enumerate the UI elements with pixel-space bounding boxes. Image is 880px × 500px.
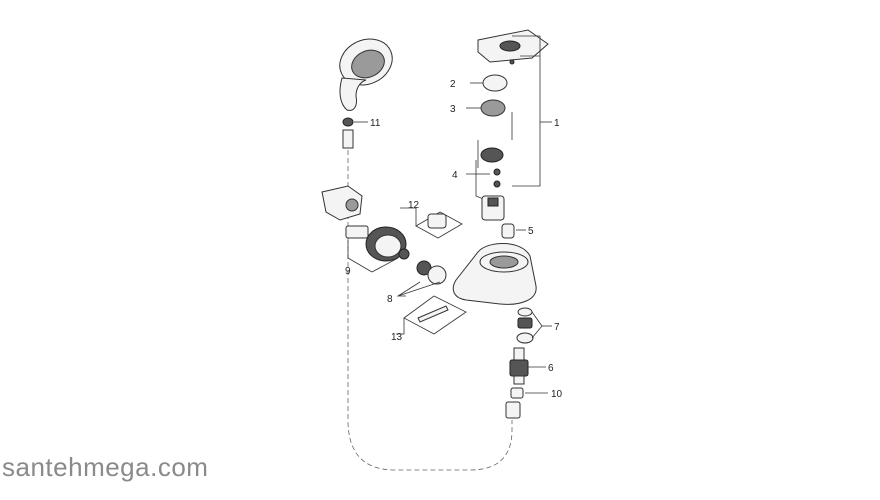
plug-icon [501, 223, 515, 239]
callout-1: 1 [554, 118, 560, 129]
adapter-icon [510, 387, 524, 399]
washer-icon [342, 117, 354, 127]
hose-end-icon [342, 129, 354, 149]
hose-path [347, 150, 513, 471]
callout-6: 6 [548, 363, 554, 374]
nut-icon [416, 260, 447, 285]
callout-13: 13 [391, 332, 403, 343]
callout-8: 8 [387, 294, 393, 305]
callout-12: 12 [408, 200, 420, 211]
connector-icon [345, 225, 410, 262]
aerator-icon [516, 307, 534, 344]
cartridge-icon [481, 195, 505, 221]
diverter-icon [509, 347, 529, 385]
callout-5: 5 [528, 226, 534, 237]
callout-9: 9 [345, 266, 351, 277]
wall-flange-icon [415, 211, 463, 239]
wrench-tool-icon [403, 295, 467, 335]
lever-handle-icon [477, 29, 549, 63]
callout-10: 10 [551, 389, 563, 400]
callout-3: 3 [450, 104, 456, 115]
mixer-body-icon [452, 242, 537, 305]
wall-bracket-icon [321, 185, 363, 221]
screw-icon [509, 59, 515, 65]
watermark: santehmega.com [2, 452, 209, 482]
callout-11: 11 [370, 118, 381, 129]
hand-shower-icon [339, 38, 393, 111]
nut-ring-icon [480, 99, 506, 117]
cap-ring-icon [482, 74, 508, 92]
callout-7: 7 [554, 322, 560, 333]
callout-4: 4 [452, 170, 458, 181]
seal-ring-icon [480, 147, 504, 163]
hose-nut-icon [505, 401, 521, 419]
callout-2: 2 [450, 79, 456, 90]
